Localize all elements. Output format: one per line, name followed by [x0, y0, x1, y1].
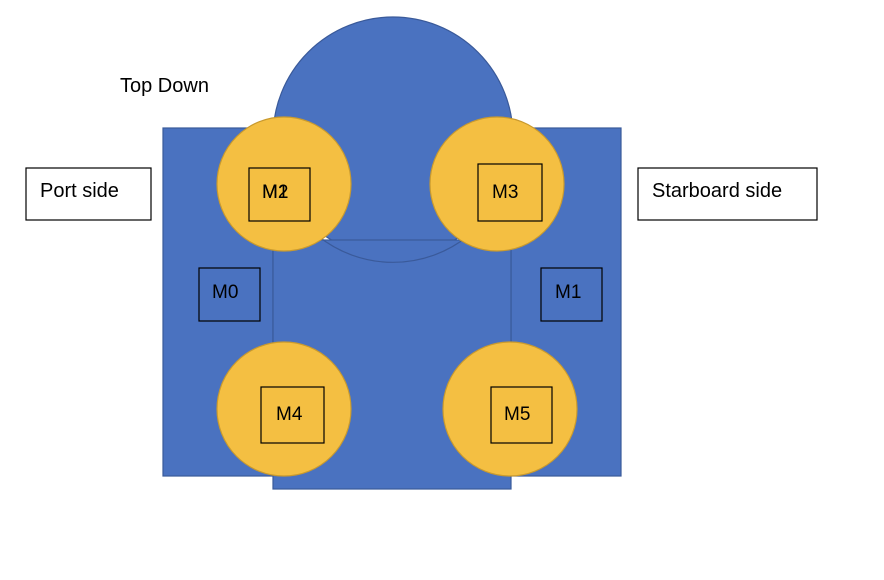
motor-m0: M0: [198, 267, 261, 322]
motor-m4-label: M4: [276, 404, 303, 425]
port-side-label: Port side: [25, 167, 152, 221]
motor-m4-box: [260, 386, 325, 444]
motor-m5-box: [490, 386, 553, 444]
motor-m1-box: [540, 267, 603, 322]
motor-m2-label-overlap: M1: [262, 182, 288, 203]
motor-m2: M1 M2: [216, 116, 352, 252]
motor-m5: M5: [442, 341, 578, 477]
motor-m5-label: M5: [504, 404, 530, 425]
motor-m4: M4: [216, 341, 352, 477]
motor-m3-label: M3: [492, 182, 518, 203]
hull-dome-lower-edge: [317, 235, 469, 263]
motor-m2-box: [248, 167, 311, 222]
motor-m2-label: M2: [262, 182, 288, 203]
motor-m3-circle: [429, 116, 565, 252]
port-side-box: [25, 167, 152, 221]
motor-m0-box: [198, 267, 261, 322]
motor-m2-circle: [216, 116, 352, 252]
diagram-title: Top Down: [120, 75, 209, 97]
port-side-text: Port side: [40, 180, 119, 202]
motor-m1: M1: [540, 267, 603, 322]
starboard-side-text: Starboard side: [652, 180, 782, 202]
motor-m0-label: M0: [212, 282, 238, 303]
starboard-side-label: Starboard side: [637, 167, 818, 221]
starboard-side-box: [637, 167, 818, 221]
motor-m3-box: [477, 163, 543, 222]
motor-m3: M3: [429, 116, 565, 252]
motor-m1-label: M1: [555, 282, 581, 303]
